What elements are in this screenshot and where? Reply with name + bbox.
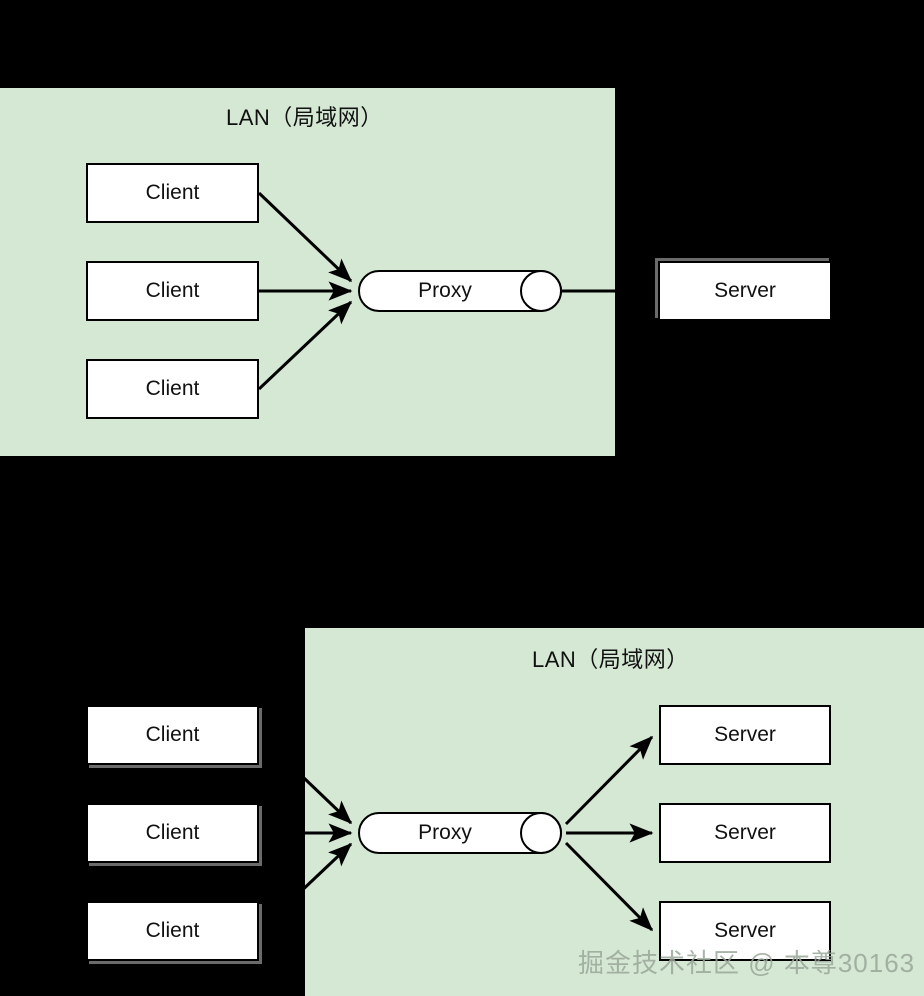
lan-title-top: LAN（局域网） xyxy=(226,105,383,130)
proxy-label-top: Proxy xyxy=(418,279,472,302)
watermark-text: 掘金技术社区 @ 本尊30163 xyxy=(578,948,916,978)
proxy-cylinder-top[interactable]: Proxy xyxy=(358,270,562,312)
proxy-cylinder-cap-bottom xyxy=(520,812,562,854)
proxy-cylinder-cap-top xyxy=(520,270,562,312)
client-box-top-2[interactable]: Client xyxy=(86,261,259,321)
server-box-bottom-3[interactable]: Server xyxy=(659,901,831,961)
lan-title-bottom: LAN（局域网） xyxy=(532,647,689,672)
server-box-top-1[interactable]: Server xyxy=(658,261,832,321)
server-box-bottom-1[interactable]: Server xyxy=(659,705,831,765)
client-box-top-1[interactable]: Client xyxy=(86,163,259,223)
proxy-label-bottom: Proxy xyxy=(418,821,472,844)
proxy-cylinder-bottom[interactable]: Proxy xyxy=(358,812,562,854)
server-box-bottom-2[interactable]: Server xyxy=(659,803,831,863)
client-box-bottom-1[interactable]: Client xyxy=(86,705,259,765)
client-box-bottom-3[interactable]: Client xyxy=(86,901,259,961)
client-box-top-3[interactable]: Client xyxy=(86,359,259,419)
client-box-bottom-2[interactable]: Client xyxy=(86,803,259,863)
